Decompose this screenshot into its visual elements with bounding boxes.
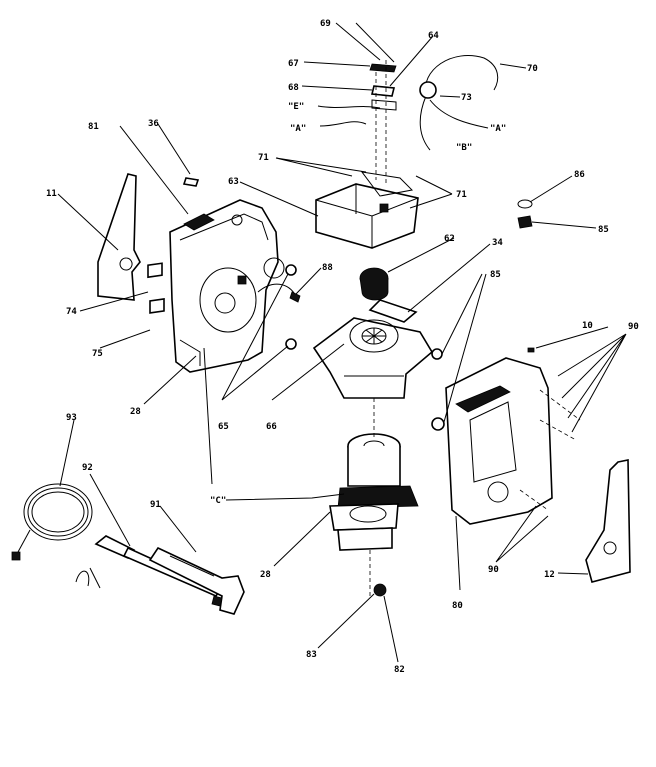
label-b: "B" (456, 143, 472, 153)
label-62: 62 (444, 234, 455, 244)
part-62-filter (359, 267, 389, 301)
label-a-right: "A" (490, 124, 506, 134)
part-10-pin (527, 347, 535, 353)
label-65: 65 (218, 422, 229, 432)
label-63: 63 (228, 177, 239, 187)
label-82: 82 (394, 665, 405, 675)
label-83: 83 (306, 650, 317, 660)
part-85-knob-upper (517, 215, 533, 229)
part-81-left-housing (169, 199, 285, 373)
label-c: "C" (210, 496, 226, 506)
label-10: 10 (582, 321, 593, 331)
part-91-spray-gun (148, 546, 245, 615)
label-34: 34 (492, 238, 503, 248)
part-74-pad (147, 262, 163, 279)
label-69: 69 (320, 19, 331, 29)
part-34-gasket (368, 299, 418, 323)
label-92: 92 (82, 463, 93, 473)
leader-lines (57, 22, 627, 663)
label-a-left: "A" (290, 124, 306, 134)
part-86-ring (517, 199, 533, 209)
label-67: 67 (288, 59, 299, 69)
callout-labels: 69 64 67 70 68 73 "E" "A" "A" "B" 81 36 … (46, 19, 639, 675)
label-74: 74 (66, 307, 77, 317)
label-90-upper: 90 (628, 322, 639, 332)
label-e: "E" (288, 102, 304, 112)
label-36: 36 (148, 119, 159, 129)
label-71-right: 71 (456, 190, 467, 200)
part-70-wire-loop (419, 55, 499, 151)
part-88-fitting (257, 283, 301, 303)
part-80-right-housing (431, 357, 581, 525)
label-75: 75 (92, 349, 103, 359)
part-11-side-panel (97, 173, 141, 301)
label-11: 11 (46, 189, 57, 199)
part-66-bracket (312, 317, 434, 399)
part-75-pad (149, 298, 165, 314)
label-28-bottom: 28 (260, 570, 271, 580)
label-93: 93 (66, 413, 77, 423)
label-80: 80 (452, 601, 463, 611)
label-86: 86 (574, 170, 585, 180)
part-63-cover (315, 171, 419, 249)
part-12-side-panel (585, 459, 631, 583)
part-67-68-69-stack (369, 60, 397, 184)
label-91: 91 (150, 500, 161, 510)
part-83-nut (373, 583, 387, 597)
label-28-left: 28 (130, 407, 141, 417)
part-85-knob-lower (431, 348, 443, 360)
part-36-strip (182, 177, 200, 187)
label-68: 68 (288, 83, 299, 93)
label-73: 73 (461, 93, 472, 103)
label-71-left: 71 (258, 153, 269, 163)
label-70: 70 (527, 64, 538, 74)
label-88: 88 (322, 263, 333, 273)
label-12: 12 (544, 570, 555, 580)
label-66: 66 (266, 422, 277, 432)
label-81: 81 (88, 122, 99, 132)
wire-a-left (319, 121, 367, 127)
part-92-wand (75, 535, 222, 598)
label-90-lower: 90 (488, 565, 499, 575)
wire-e (317, 105, 381, 109)
label-64: 64 (428, 31, 439, 41)
part-93-hose-coil (11, 483, 93, 561)
part-65-knobs (285, 264, 297, 350)
motor-assembly (329, 398, 419, 596)
label-85-upper: 85 (598, 225, 609, 235)
label-85-lower: 85 (490, 270, 501, 280)
